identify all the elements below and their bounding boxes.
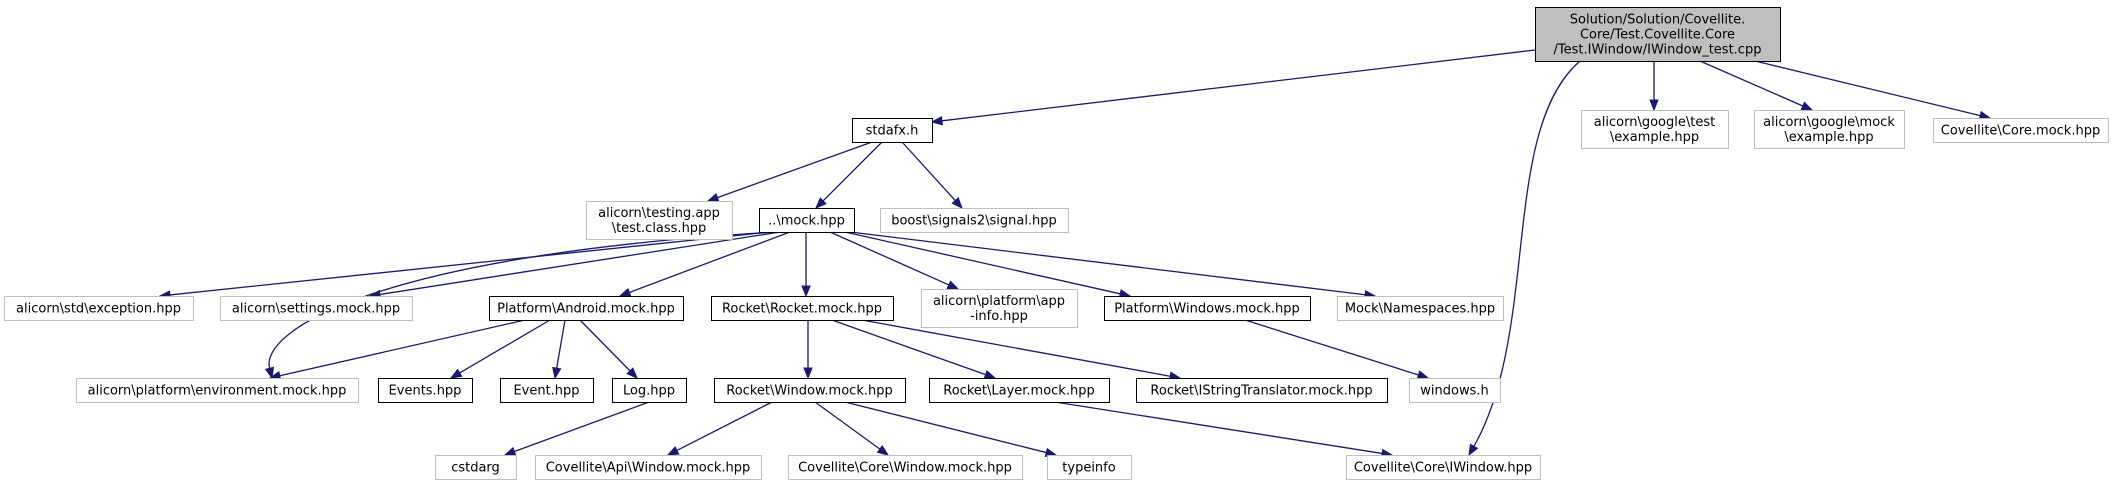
node-label: ..\mock.hpp [768,214,845,229]
node-gmock-example[interactable]: alicorn\google\mock\example.hpp [1754,110,1905,149]
node-label: Events.hpp [389,384,462,399]
node-label: Platform\Android.mock.hpp [497,302,675,317]
node-label: -info.hpp [970,309,1028,324]
node-label: typeinfo [1062,461,1115,476]
node-env-mock[interactable]: alicorn\platform\environment.mock.hpp [76,378,359,403]
node-label: alicorn\google\test [1594,115,1715,130]
node-label: Rocket\IStringTranslator.mock.hpp [1150,384,1372,399]
edge-mock_hpp-to-app_info [829,231,960,290]
node-android-mock[interactable]: Platform\Android.mock.hpp [489,296,684,321]
node-label: Mock\Namespaces.hpp [1345,302,1495,317]
node-core-mock[interactable]: Covellite\Core.mock.hpp [1933,118,2109,143]
node-log[interactable]: Log.hpp [612,378,687,403]
node-rocket-mock[interactable]: Rocket\Rocket.mock.hpp [711,296,894,321]
edge-android_mock-to-events [449,319,551,379]
node-label: alicorn\platform\app [933,294,1065,309]
edge-mock_hpp-to-env_mock [264,231,777,380]
node-std-exception[interactable]: alicorn\std\exception.hpp [4,296,194,321]
edge-stdafx-to-mock_hpp [815,141,883,209]
node-label: Core/Test.Covellite.Core [1580,28,1735,43]
node-label: /Test.IWindow/IWindow_test.cpp [1554,43,1762,58]
node-windows-mock[interactable]: Platform\Windows.mock.hpp [1104,296,1311,321]
node-string-translator[interactable]: Rocket\IStringTranslator.mock.hpp [1136,378,1388,403]
node-label: cstdarg [451,461,500,476]
edge-mock_hpp-to-namespaces [849,231,1377,300]
edge-mock_hpp-to-settings_mock [368,231,781,300]
node-rocket-window[interactable]: Rocket\Window.mock.hpp [714,378,906,403]
node-label: windows.h [1420,384,1488,399]
nodes-layer: Solution/Solution/Covellite.Core/Test.Co… [4,7,2109,480]
node-label: stdafx.h [866,124,919,139]
node-label: \test.class.hpp [612,221,707,236]
edge-mock_hpp-to-windows_mock [844,231,1132,299]
node-label: Rocket\Layer.mock.hpp [943,384,1094,399]
node-api-window[interactable]: Covellite\Api\Window.mock.hpp [535,455,762,480]
node-stdafx[interactable]: stdafx.h [852,118,933,143]
node-label: alicorn\std\exception.hpp [16,302,181,317]
node-label: Covellite\Core\Window.mock.hpp [798,461,1012,476]
edge-stdafx-to-testing_app [706,141,873,202]
edge-mock_hpp-to-std_exception [158,231,771,300]
edge-log-to-cstdarg [503,401,650,456]
node-event[interactable]: Event.hpp [500,378,594,403]
node-cstdarg[interactable]: cstdarg [435,455,517,480]
node-testing-app[interactable]: alicorn\testing.app\test.class.hpp [586,201,733,240]
edge-rocket_window-to-api_window [666,401,773,456]
node-label: Event.hpp [513,384,579,399]
edge-mock_hpp-to-rocket_mock [801,232,811,298]
node-label: boost\signals2\signal.hpp [891,214,1057,229]
edge-windows_mock-to-windows_h [1244,319,1430,380]
node-rocket-layer[interactable]: Rocket\Layer.mock.hpp [929,378,1110,403]
node-label: \example.hpp [1784,130,1873,145]
node-label: alicorn\testing.app [598,206,720,221]
node-core-window[interactable]: Covellite\Core\Window.mock.hpp [788,455,1023,480]
node-events[interactable]: Events.hpp [378,378,473,403]
edge-rocket_layer-to-iwindow [1054,401,1394,459]
edge-root-to-gtest_example [1649,61,1659,112]
node-label: \example.hpp [1610,130,1699,145]
node-label: Covellite\Api\Window.mock.hpp [546,461,751,476]
node-windows-h[interactable]: windows.h [1409,378,1501,403]
node-mock-hpp[interactable]: ..\mock.hpp [759,208,855,233]
node-iwindow[interactable]: Covellite\Core\IWindow.hpp [1346,455,1541,480]
edge-android_mock-to-event [552,319,566,380]
edge-android_mock-to-log [579,319,638,379]
node-label: Rocket\Window.mock.hpp [726,384,892,399]
node-signal[interactable]: boost\signals2\signal.hpp [880,208,1069,233]
edge-rocket_mock-to-rocket_window [803,320,813,380]
node-label: Rocket\Rocket.mock.hpp [722,302,882,317]
node-label: alicorn\settings.mock.hpp [232,302,400,317]
edge-root-to-stdafx [930,49,1536,126]
node-label: Log.hpp [623,384,675,399]
node-label: alicorn\google\mock [1763,115,1895,130]
node-settings-mock[interactable]: alicorn\settings.mock.hpp [220,296,413,321]
node-label: Covellite\Core\IWindow.hpp [1354,461,1532,476]
edge-rocket_mock-to-string_translator [861,319,1182,381]
edge-root-to-gmock_example [1699,60,1814,111]
node-app-info[interactable]: alicorn\platform\app-info.hpp [921,289,1078,328]
edge-android_mock-to-env_mock [268,319,526,381]
node-namespaces[interactable]: Mock\Namespaces.hpp [1337,296,1504,321]
edge-rocket_window-to-core_window [814,401,890,456]
node-label: alicorn\platform\environment.mock.hpp [88,384,347,399]
edge-rocket_window-to-typeinfo [844,401,1058,458]
node-label: Solution/Solution/Covellite. [1570,13,1745,28]
node-gtest-example[interactable]: alicorn\google\test\example.hpp [1581,110,1729,149]
edge-stdafx-to-signal [901,141,963,209]
node-label: Platform\Windows.mock.hpp [1114,302,1300,317]
node-typeinfo[interactable]: typeinfo [1047,455,1132,480]
node-label: Covellite\Core.mock.hpp [1941,124,2100,139]
node-root[interactable]: Solution/Solution/Covellite.Core/Test.Co… [1535,7,1781,62]
